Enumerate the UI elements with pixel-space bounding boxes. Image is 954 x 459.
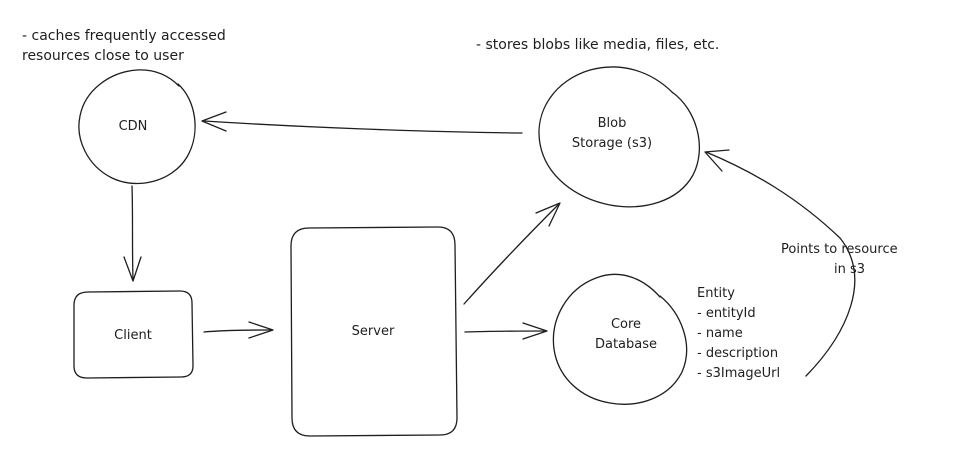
cdn-circle xyxy=(78,69,196,185)
client-label: Client xyxy=(114,328,152,343)
arrow-server-to-blob xyxy=(463,202,561,305)
core-database-label-line2: Database xyxy=(595,337,657,352)
entity-field-s3imageurl: - s3ImageUrl xyxy=(697,366,780,381)
client-box xyxy=(73,290,194,379)
core-database-label-line1: Core xyxy=(611,317,641,332)
core-database-node: Core Database xyxy=(552,273,688,405)
cdn-label: CDN xyxy=(119,119,148,134)
core-database-circle xyxy=(552,273,688,405)
server-label: Server xyxy=(352,324,395,339)
blob-note: - stores blobs like media, files, etc. xyxy=(476,37,719,53)
blob-storage-node: Blob Storage (s3) xyxy=(538,66,700,208)
entity-title: Entity xyxy=(697,286,735,301)
server-node: Server xyxy=(290,226,458,437)
arrow-client-to-server xyxy=(203,321,274,339)
cdn-note-line2: resources close to user xyxy=(22,48,184,64)
arrow-pointer-to-blob xyxy=(704,149,856,377)
entity-field-id: - entityId xyxy=(697,306,756,321)
pointer-label-line1: Points to resource xyxy=(781,242,898,257)
blob-storage-label-line2: Storage (s3) xyxy=(572,136,652,151)
blob-storage-label-line1: Blob xyxy=(598,116,627,131)
server-box xyxy=(290,226,458,437)
cdn-note-line1: - caches frequently accessed xyxy=(22,28,226,44)
client-node: Client xyxy=(73,290,194,379)
arrow-cdn-to-client xyxy=(123,185,142,282)
arrow-server-to-database xyxy=(464,322,548,340)
entity-field-description: - description xyxy=(697,346,778,361)
entity-field-name: - name xyxy=(697,326,743,341)
arrow-blob-to-cdn xyxy=(201,111,523,134)
blob-storage-circle xyxy=(538,66,700,208)
entity-schema: Entity - entityId - name - description -… xyxy=(697,286,780,381)
cdn-node: CDN xyxy=(78,69,196,185)
pointer-label-line2: in s3 xyxy=(834,262,865,277)
